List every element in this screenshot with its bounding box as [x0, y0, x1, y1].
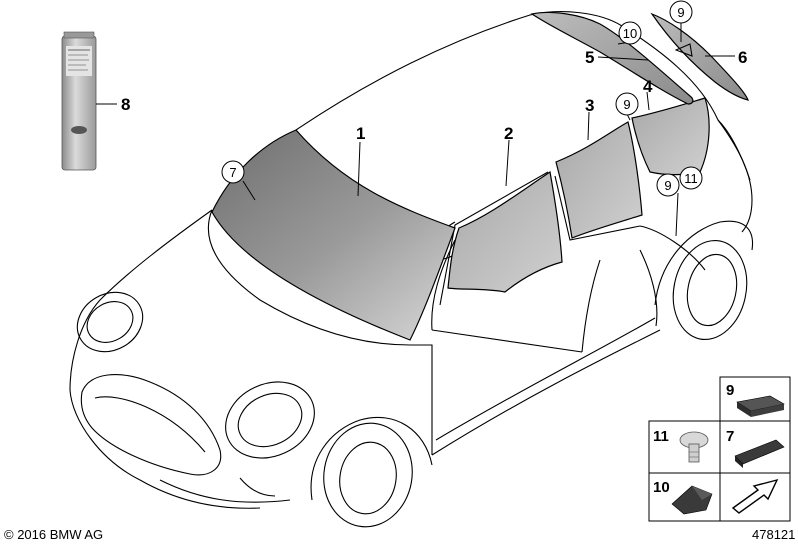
wedge-icon: [671, 485, 713, 515]
arrow-icon: [731, 478, 779, 514]
image-number: 478121: [752, 527, 795, 542]
legend-label-9: 9: [726, 382, 734, 399]
rear-spoiler-part-6: [650, 12, 749, 101]
legend-label-7: 7: [726, 428, 734, 445]
legend-label-11: 11: [653, 428, 669, 445]
circled-callout-9-quarter: 9: [615, 92, 639, 116]
callout-8: 8: [121, 95, 130, 114]
circled-callout-11-pillar: 11: [679, 166, 703, 190]
circled-label-10: 10: [623, 26, 637, 41]
car-body: [69, 11, 754, 528]
sealant-tube: [61, 31, 117, 171]
circled-callout-10: 10: [618, 21, 642, 45]
fixed-side-window-part-3: [555, 121, 643, 239]
circled-label-11-pillar: 11: [684, 171, 698, 186]
copyright-text: © 2016 BMW AG: [4, 527, 103, 542]
circled-callout-9-spoiler: 9: [669, 0, 693, 24]
callout-5: 5: [585, 48, 594, 67]
circled-label-9-pillar: 9: [664, 178, 671, 193]
callout-1: 1: [356, 124, 365, 143]
callout-2: 2: [504, 124, 513, 143]
legend-label-10: 10: [653, 479, 670, 496]
windshield-part-1: [211, 129, 456, 341]
callout-6: 6: [738, 48, 747, 67]
circled-label-9-quarter: 9: [623, 97, 630, 112]
strip-icon: [734, 439, 785, 468]
circled-label-7: 7: [229, 165, 236, 180]
circled-callout-7: 7: [221, 160, 245, 184]
callout-4: 4: [643, 77, 653, 96]
parts-legend: 9 11 7 10: [648, 376, 791, 522]
circled-callout-9-pillar: 9: [656, 173, 680, 197]
callout-3: 3: [585, 96, 594, 115]
quarter-window-part-4: [631, 97, 710, 176]
door-window-part-2: [447, 170, 563, 293]
leader-lines: [242, 22, 735, 237]
spacer-block-icon: [736, 395, 785, 417]
clip-icon: [679, 431, 709, 463]
circled-label-9-spoiler: 9: [677, 5, 684, 20]
